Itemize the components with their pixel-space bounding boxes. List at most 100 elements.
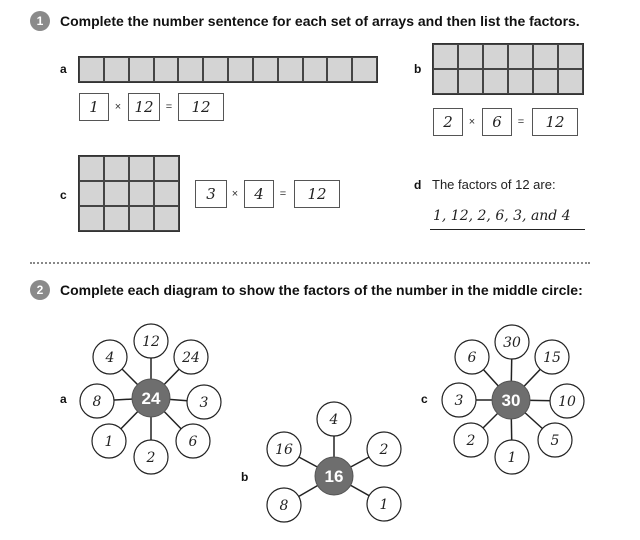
question-2-instruction: Complete each diagram to show the factor… [60, 282, 583, 298]
array-cell [79, 181, 104, 206]
times-sign: × [468, 116, 476, 128]
factor-box-1b-second[interactable]: 6 [482, 108, 512, 136]
part-1d-label: d [414, 178, 422, 192]
product-box-1a[interactable]: 12 [178, 93, 224, 121]
array-cell [458, 69, 483, 94]
question-1-instruction: Complete the number sentence for each se… [60, 13, 580, 29]
flower-30-petal-circle[interactable] [534, 339, 570, 375]
array-cell [154, 181, 179, 206]
array-cell [458, 44, 483, 69]
flower-30-petal-value: 3 [455, 393, 464, 409]
flower-30-petal-circle[interactable] [537, 422, 573, 458]
array-cell [228, 57, 253, 82]
array-cell [533, 44, 558, 69]
array-cell [483, 69, 508, 94]
array-cell [128, 57, 154, 82]
flower-30-petal-circle[interactable] [441, 382, 477, 418]
array-cell [483, 44, 508, 69]
flower-24-petal-value: 2 [146, 450, 156, 466]
flower-30-petal-value: 6 [468, 350, 477, 366]
array-cell [104, 206, 129, 231]
flower-30-petal-circle[interactable] [494, 324, 530, 360]
question-2-badge: 2 [30, 280, 50, 300]
flower-24-petal-value: 8 [93, 394, 102, 410]
flower-16-petal-circle[interactable] [266, 487, 302, 523]
flower-16-petal-value: 8 [280, 498, 289, 514]
part-1c-label: c [60, 188, 67, 202]
array-cell [154, 206, 179, 231]
array-cell [79, 57, 104, 82]
array-cell [252, 57, 278, 82]
flower-16-petal-circle[interactable] [266, 431, 302, 467]
array-cell [129, 181, 154, 206]
answer-underline [430, 229, 585, 230]
flower-24-petal-value: 4 [105, 350, 115, 366]
array-cell [533, 69, 558, 94]
flower-24-petal-circle[interactable] [133, 323, 169, 359]
equals-sign: = [279, 188, 287, 200]
times-sign: × [231, 188, 239, 200]
flower-24-petal-circle[interactable] [173, 339, 209, 375]
factor-box-1c-first[interactable]: 3 [195, 180, 227, 208]
array-1x12 [78, 56, 378, 83]
array-cell [104, 181, 129, 206]
equals-sign: = [165, 101, 173, 113]
equals-sign: = [517, 116, 525, 128]
part-1a-label: a [60, 62, 67, 76]
flower-24-petal-circle[interactable] [175, 423, 211, 459]
factor-box-1a-first[interactable]: 1 [79, 93, 109, 121]
array-cell [178, 57, 204, 82]
flower-24-center-circle [131, 378, 171, 418]
flower-24-petal-value: 1 [105, 434, 114, 450]
flower-30-petal-circle[interactable] [453, 422, 489, 458]
question-1-badge: 1 [30, 11, 50, 31]
flower-24-petal-circle[interactable] [91, 423, 127, 459]
flower-16-petal-circle[interactable] [316, 401, 352, 437]
part-2a-label: a [60, 392, 67, 406]
factors-answer[interactable]: 1, 12, 2, 6, 3, and 4 [433, 208, 571, 224]
flower-30-petal-circle[interactable] [454, 339, 490, 375]
flower-24-petal-circle[interactable] [186, 384, 222, 420]
array-cell [79, 156, 104, 181]
flower-24-petal-circle[interactable] [133, 439, 169, 475]
part-2c-label: c [421, 392, 428, 406]
array-cell [352, 57, 377, 82]
factors-prompt: The factors of 12 are: [432, 177, 556, 192]
array-cell [79, 206, 104, 231]
array-cell [153, 57, 179, 82]
flower-30-center-value: 30 [502, 391, 521, 410]
array-2x6 [432, 43, 584, 95]
flower-24-center-value: 24 [142, 389, 161, 408]
array-cell [203, 57, 228, 82]
array-cell [433, 69, 458, 94]
section-divider [30, 262, 590, 264]
part-2b-label: b [241, 470, 249, 484]
array-cell [104, 156, 129, 181]
flower-30-petal-circle[interactable] [494, 439, 530, 475]
flower-30-petal-value: 10 [558, 394, 576, 410]
array-cell [129, 206, 154, 231]
flower-24-petal-circle[interactable] [79, 383, 115, 419]
flower-30-petal-value: 1 [508, 450, 517, 466]
array-cell [302, 57, 328, 82]
array-cell [508, 44, 533, 69]
flower-16-petal-circle[interactable] [366, 486, 402, 522]
product-box-1c[interactable]: 12 [294, 180, 340, 208]
flower-16-petal-value: 1 [380, 497, 389, 513]
flower-24-petal-value: 6 [189, 434, 198, 450]
flower-30-center-circle [491, 380, 531, 420]
factor-box-1b-first[interactable]: 2 [433, 108, 463, 136]
array-cell [558, 69, 583, 94]
flower-24-petal-circle[interactable] [92, 339, 128, 375]
array-cell [433, 44, 458, 69]
flower-30-petal-circle[interactable] [549, 383, 585, 419]
factor-box-1c-second[interactable]: 4 [244, 180, 274, 208]
factor-box-1a-second[interactable]: 12 [128, 93, 160, 121]
array-cell [129, 156, 154, 181]
flower-30-petal-value: 2 [466, 433, 476, 449]
product-box-1b[interactable]: 12 [532, 108, 578, 136]
flower-16-center-circle [314, 456, 354, 496]
flower-16-petal-circle[interactable] [366, 431, 402, 467]
flower-30-petal-value: 30 [503, 335, 521, 351]
